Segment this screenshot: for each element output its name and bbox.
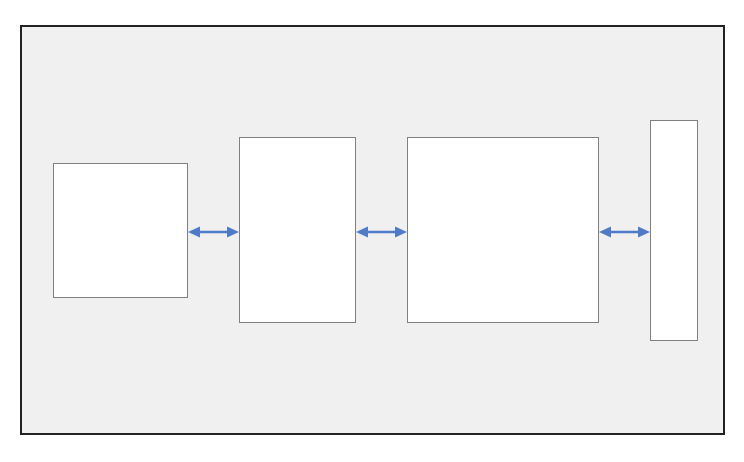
bidirectional-arrow-icon: [188, 226, 239, 238]
diagram-block-1: [53, 163, 188, 298]
diagram-canvas: [20, 25, 725, 435]
diagram-block-2: [239, 137, 356, 323]
diagram-block-3: [407, 137, 599, 323]
bidirectional-arrow-icon: [599, 226, 650, 238]
diagram-block-4: [650, 120, 698, 341]
bidirectional-arrow-icon: [356, 226, 407, 238]
